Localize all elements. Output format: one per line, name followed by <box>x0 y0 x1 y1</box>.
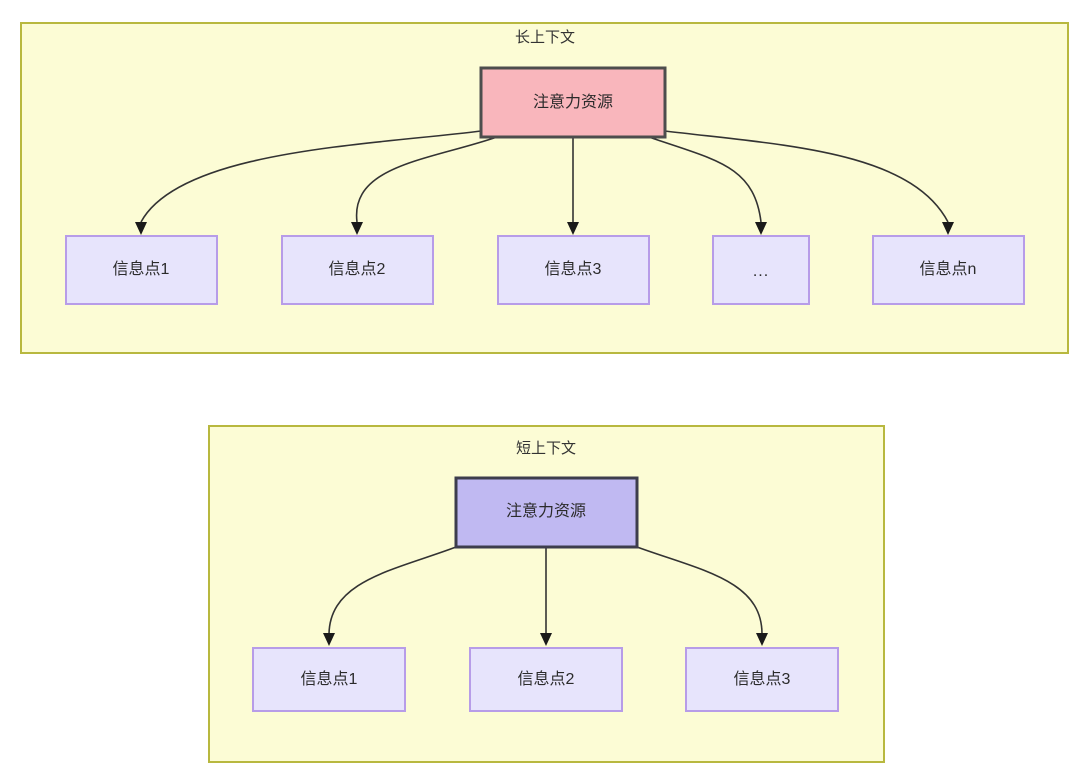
root-node-short-context[interactable] <box>454 476 639 549</box>
edge-long-context-1 <box>140 130 482 223</box>
edge-long-context-2 <box>355 136 498 223</box>
panel-title-long-context: 长上下文 <box>515 29 575 46</box>
leaf-node-label-long-context-3: 信息点3 <box>545 260 602 278</box>
arrowhead-long-context-3 <box>567 222 579 235</box>
root-node-long-context[interactable] <box>479 66 667 139</box>
leaf-node-long-context-4[interactable] <box>712 235 810 305</box>
leaf-node-short-context-2[interactable] <box>469 647 623 712</box>
leaf-node-long-context-1[interactable] <box>65 235 218 305</box>
leaf-node-short-context-3[interactable] <box>685 647 839 712</box>
arrowhead-short-context-1 <box>323 633 335 646</box>
leaf-node-label-short-context-3: 信息点3 <box>734 670 791 688</box>
leaf-node-label-long-context-5: 信息点n <box>920 260 977 278</box>
leaf-node-label-long-context-1: 信息点1 <box>113 260 170 278</box>
panel-title-short-context: 短上下文 <box>516 440 576 457</box>
edge-long-context-5 <box>664 130 949 223</box>
leaf-node-short-context-1[interactable] <box>252 647 406 712</box>
leaf-node-long-context-5[interactable] <box>872 235 1025 305</box>
arrowhead-long-context-2 <box>351 222 363 235</box>
root-node-label-long-context: 注意力资源 <box>533 92 613 111</box>
leaf-node-label-short-context-2: 信息点2 <box>518 670 575 688</box>
edge-long-context-4 <box>648 136 762 223</box>
edge-short-context-1 <box>328 546 457 635</box>
leaf-node-label-long-context-2: 信息点2 <box>329 260 386 278</box>
root-node-label-short-context: 注意力资源 <box>506 501 586 520</box>
arrowhead-short-context-3 <box>756 633 768 646</box>
leaf-node-label-long-context-4: ... <box>753 263 769 280</box>
leaf-node-label-short-context-1: 信息点1 <box>301 670 358 688</box>
arrowhead-long-context-1 <box>135 222 147 235</box>
leaf-node-long-context-3[interactable] <box>497 235 650 305</box>
arrowhead-short-context-2 <box>540 633 552 646</box>
edge-short-context-3 <box>636 546 763 635</box>
arrowhead-long-context-4 <box>755 222 767 235</box>
leaf-node-long-context-2[interactable] <box>281 235 434 305</box>
arrowhead-long-context-5 <box>942 222 954 235</box>
